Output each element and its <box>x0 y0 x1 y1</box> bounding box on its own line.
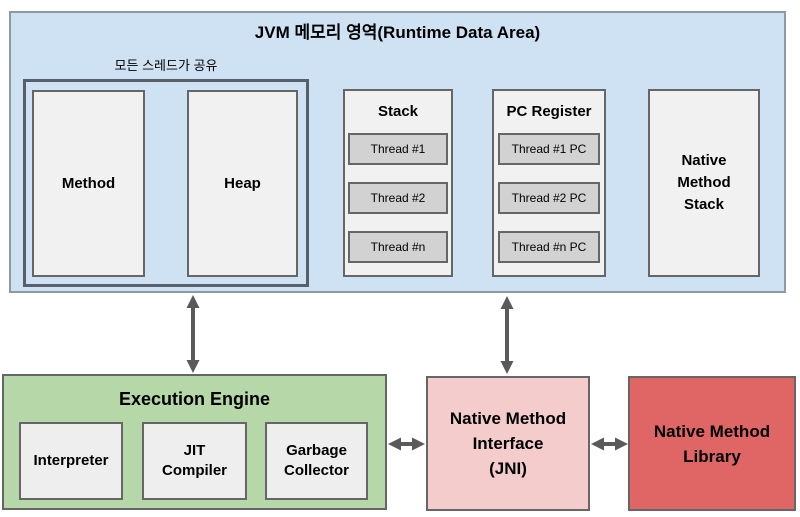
pc-register-thread-1: Thread #1 PC <box>498 133 600 165</box>
execution-engine-box: Execution Engine Interpreter JIT Compile… <box>2 374 387 510</box>
shared-threads-box <box>23 79 309 287</box>
stack-title: Stack <box>377 103 419 120</box>
stack-thread-1: Thread #1 <box>348 133 448 165</box>
shared-threads-label: 모든 스레드가 공유 <box>114 58 218 73</box>
native-method-stack-label: Native Method Stack <box>677 152 731 213</box>
double-arrow-icon-execution-engine-to-jni <box>388 437 425 451</box>
native-method-stack-box: Native Method Stack <box>648 89 760 277</box>
jit-compiler-box: JIT Compiler <box>142 422 247 500</box>
heap-area-label: Heap <box>224 174 261 192</box>
pc-register-thread-n: Thread #n PC <box>498 231 600 263</box>
interpreter-box: Interpreter <box>19 422 123 500</box>
pc-register-title: PC Register <box>506 103 592 120</box>
native-method-library-box: Native Method Library <box>628 376 796 511</box>
method-area-box: Method <box>32 90 145 277</box>
heap-area-box: Heap <box>187 90 298 277</box>
native-method-library-label: Native Method Library <box>653 421 771 466</box>
pc-register-box: PC Register Thread #1 PC Thread #2 PC Th… <box>492 89 606 277</box>
method-area-label: Method <box>61 174 116 192</box>
double-arrow-icon-jni-to-library <box>591 437 628 451</box>
native-method-interface-label: Native Method Interface (JNI) <box>449 409 567 478</box>
native-method-interface-box: Native Method Interface (JNI) <box>426 376 590 511</box>
execution-engine-title: Execution Engine <box>118 389 271 409</box>
pc-register-thread-2: Thread #2 PC <box>498 182 600 214</box>
stack-thread-2: Thread #2 <box>348 182 448 214</box>
double-arrow-icon-runtime-to-execution-engine <box>186 295 200 373</box>
garbage-collector-box: Garbage Collector <box>265 422 368 500</box>
stack-box: Stack Thread #1 Thread #2 Thread #n <box>343 89 453 277</box>
double-arrow-icon-runtime-to-jni <box>500 296 514 374</box>
runtime-data-area-title: JVM 메모리 영역(Runtime Data Area) <box>254 23 541 42</box>
stack-thread-n: Thread #n <box>348 231 448 263</box>
